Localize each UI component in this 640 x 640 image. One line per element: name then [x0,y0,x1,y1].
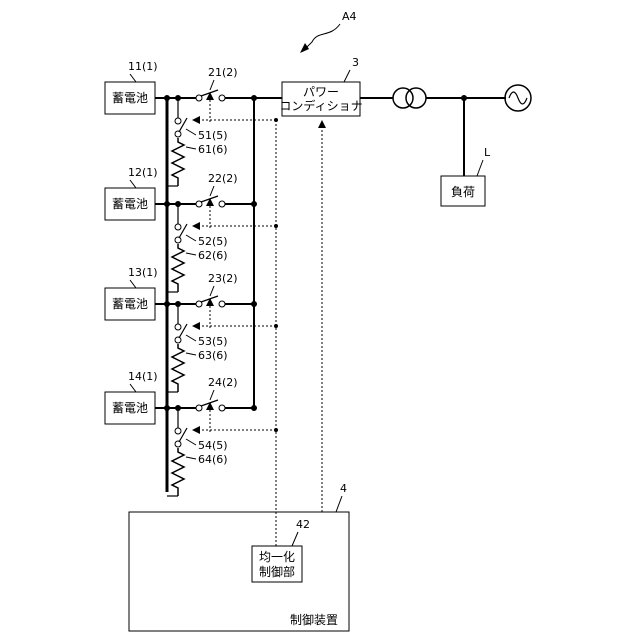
load-ref: L [484,146,491,159]
main-switch-ref: 21(2) [208,66,238,79]
discharge-switch-ref: 52(5) [198,235,228,248]
main-switch-ref: 23(2) [208,272,238,285]
ac-grid-icon [505,85,531,111]
power-conditioner-label-2: コンディショナ [279,98,362,113]
figure-label-arrow [304,24,340,50]
discharge-switch-ref: 51(5) [198,129,228,142]
battery-ref: 13(1) [128,266,158,279]
discharge-switch-1 [175,118,181,124]
control-device: 制御装置 4 [129,482,349,631]
battery-group-4: 蓄電池 14(1) 24(2) 54(5)64(6) [105,370,278,496]
load: 負荷 L [441,146,491,206]
resistor-2 [172,244,184,292]
resistor-4 [172,448,184,496]
discharge-switch-2 [175,224,181,230]
equalization-label-1: 均一化 [259,550,295,564]
battery-label: 蓄電池 [112,197,148,211]
main-switch-ref: 24(2) [208,376,238,389]
resistor-ref: 61(6) [198,143,228,156]
power-conditioner-ref: 3 [352,56,359,69]
control-device-label: 制御装置 [290,612,338,627]
power-conditioner: パワー コンディショナ 3 [279,56,362,116]
main-switch-4 [196,400,254,411]
battery-label: 蓄電池 [112,91,148,105]
discharge-switch-3 [175,324,181,330]
battery-label: 蓄電池 [112,297,148,311]
main-switch-1 [196,90,254,101]
battery-ref: 12(1) [128,166,158,179]
transformer-icon [393,88,426,108]
battery-ref: 14(1) [128,370,158,383]
resistor-3 [172,344,184,392]
figure-label: A4 [342,10,357,23]
battery-label: 蓄電池 [112,401,148,415]
main-switch-3 [196,296,254,307]
battery-ref: 11(1) [128,60,158,73]
resistor-ref: 64(6) [198,453,228,466]
load-label: 負荷 [451,185,475,199]
main-switch-2 [196,196,254,207]
resistor-1 [172,138,184,186]
resistor-ref: 63(6) [198,349,228,362]
main-switch-ref: 22(2) [208,172,238,185]
discharge-switch-4 [175,428,181,434]
resistor-ref: 62(6) [198,249,228,262]
power-conditioner-label-1: パワー [303,85,339,99]
discharge-switch-ref: 54(5) [198,439,228,452]
equalization-label-2: 制御部 [259,564,295,579]
control-device-ref: 4 [340,482,347,495]
equalization-ref: 42 [296,518,310,531]
discharge-switch-ref: 53(5) [198,335,228,348]
